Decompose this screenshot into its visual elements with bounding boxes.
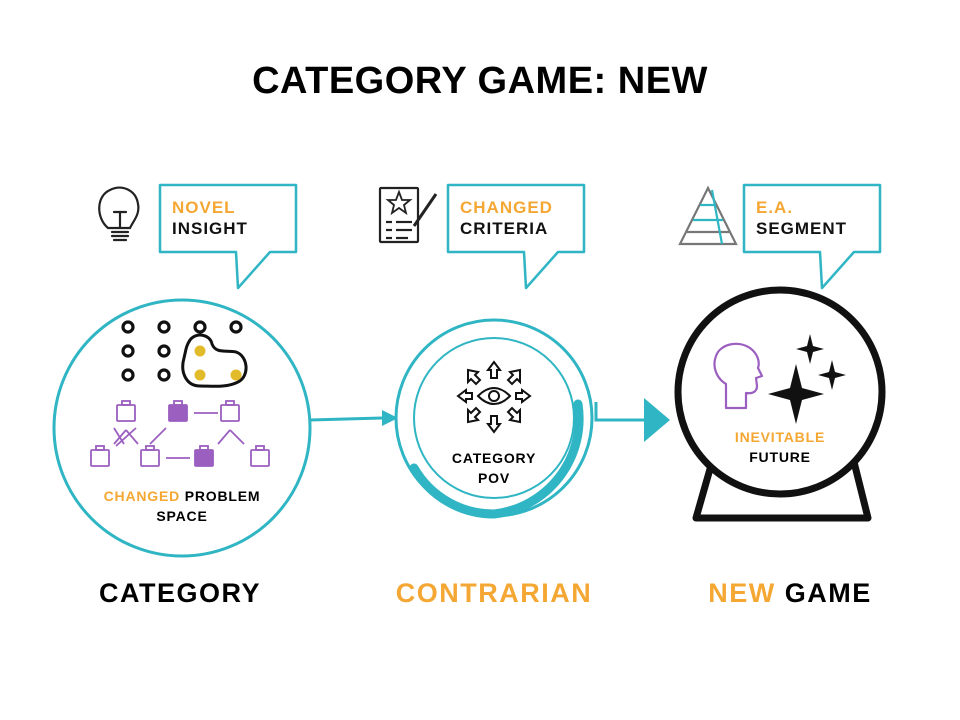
problem-space-label-accent: CHANGED — [103, 488, 181, 504]
sparkle-icon — [768, 334, 846, 424]
callout-line1: E.A. — [756, 198, 794, 217]
category-pov-inner-circle — [413, 337, 575, 499]
arrow-contrarian-to-new-game — [594, 398, 670, 442]
callout-line1: NOVEL — [172, 198, 236, 217]
callout-changed-criteria: CHANGED CRITERIA — [460, 197, 553, 239]
checklist-star-icon — [378, 186, 438, 244]
pyramid-icon — [678, 185, 738, 246]
category-pov-swoosh — [409, 399, 584, 519]
callout-line1: CHANGED — [460, 198, 553, 217]
stage-label-contrarian: CONTRARIAN — [395, 578, 593, 608]
stage-label-category: CATEGORY — [98, 578, 261, 608]
callout-novel-insight: NOVEL INSIGHT — [172, 197, 248, 239]
page-title: CATEGORY GAME: NEW — [252, 60, 708, 102]
arrow-category-to-contrarian — [309, 410, 398, 426]
callout-bubble-ea-segment — [742, 183, 882, 290]
category-pov-label-line1: CATEGORY — [451, 450, 537, 466]
category-pov-label: CATEGORY POV — [434, 448, 554, 488]
callout-line2: SEGMENT — [756, 219, 848, 238]
problem-space-label: CHANGED PROBLEM SPACE — [72, 486, 292, 526]
inevitable-future-label-line1: INEVITABLE — [734, 429, 826, 445]
callout-line2: INSIGHT — [172, 219, 248, 238]
highlighted-dots — [194, 345, 242, 381]
dot-cluster-outline — [181, 333, 248, 388]
lightbulb-icon — [98, 186, 140, 242]
stage-label-new-game-rest: GAME — [784, 578, 872, 608]
head-profile-icon — [713, 342, 764, 410]
callout-line2: CRITERIA — [460, 219, 549, 238]
inevitable-future-label-line2: FUTURE — [749, 449, 811, 465]
callout-bubble-changed-criteria — [446, 183, 586, 290]
stage-label-new-game: NEW GAME — [670, 578, 910, 609]
dot-grid — [121, 320, 243, 382]
inevitable-future-label: INEVITABLE FUTURE — [700, 427, 860, 467]
callout-ea-segment: E.A. SEGMENT — [756, 197, 847, 239]
problem-space-label-rest: PROBLEM — [184, 488, 261, 504]
problem-space-label-line2: SPACE — [156, 508, 208, 524]
callout-bubble-novel-insight — [158, 183, 298, 290]
stage-label-new-game-accent: NEW — [708, 578, 776, 608]
suitcase-icons — [90, 400, 270, 467]
crystal-ball-icon — [674, 286, 886, 522]
category-pov-label-line2: POV — [478, 470, 510, 486]
eye-arrows-icon — [456, 360, 532, 434]
suitcase-network — [113, 412, 245, 459]
